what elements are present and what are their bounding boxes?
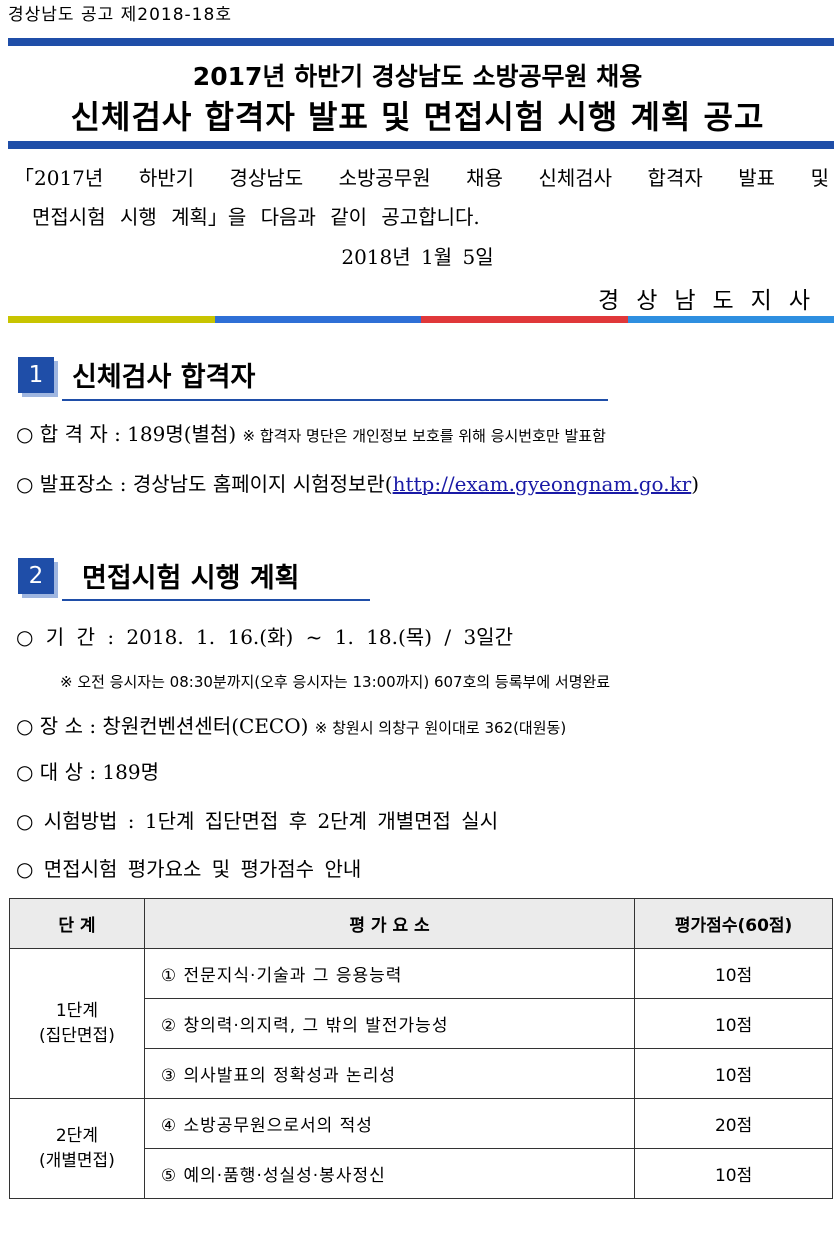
color-divider (8, 316, 834, 323)
stage-1-type: (집단면접) (39, 1025, 115, 1046)
color-bar-segment (214, 316, 421, 323)
announcement-place-label: ○ 발표장소 : 경상남도 홈페이지 시험정보란( (16, 472, 393, 496)
place-label: ○ 장 소 : 창원컨벤션센터(CECO) (16, 714, 309, 738)
intro-line-1: 「2017년 하반기 경상남도 소방공무원 채용 신체검사 합격자 발표 및 (14, 162, 829, 191)
score-cell: 10점 (634, 1148, 833, 1199)
period-note: ※ 오전 응시자는 08:30분까지(오후 응시자는 13:00까지) 607호… (60, 673, 611, 691)
intro-word: 소방공무원 (338, 166, 431, 190)
place-item: ○ 장 소 : 창원컨벤션센터(CECO) ※ 창원시 의창구 원이대로 362… (16, 710, 566, 739)
score-cell: 10점 (634, 998, 833, 1049)
stage-2-label: 2단계 (55, 1125, 98, 1146)
notice-number: 경상남도 공고 제2018-18호 (8, 5, 232, 25)
intro-word: 신체검사 (538, 166, 613, 190)
table-row: 2단계 (개별면접) ④ 소방공무원으로서의 적성 20점 (9, 1098, 833, 1199)
stage-1-cell: 1단계 (집단면접) (9, 948, 145, 1099)
passers-note: ※ 합격자 명단은 개인정보 보호를 위해 응시번호만 발표함 (242, 427, 606, 445)
score-cell: 20점 (634, 1098, 833, 1149)
intro-word: 경상남도 (229, 166, 304, 190)
target-item: ○ 대 상 : 189명 (16, 760, 159, 784)
criterion-cell: ① 전문지식·기술과 그 응용능력 (143, 948, 636, 999)
period-note-line: ※ 오전 응시자는 08:30분까지(오후 응시자는 13:00까지) 607호… (60, 668, 610, 692)
passers-label: ○ 합 격 자 : 189명(별첨) (16, 422, 237, 446)
color-bar-segment (421, 316, 628, 323)
stage-2-type: (개별면접) (39, 1150, 115, 1171)
title-rule-top (8, 38, 834, 46)
criterion-cell: ③ 의사발표의 정확성과 논리성 (143, 1048, 636, 1099)
period-item: ○ 기 간 : 2018. 1. 16.(화) ~ 1. 18.(목) / 3일… (16, 625, 513, 649)
passers-item: ○ 합 격 자 : 189명(별첨) ※ 합격자 명단은 개인정보 보호를 위해… (16, 418, 606, 447)
section-2-underline (62, 599, 370, 601)
color-bar-segment (627, 316, 834, 323)
title-line-2: 신체검사 합격자 발표 및 면접시험 시행 계획 공고 (70, 98, 765, 136)
section-1-title: 신체검사 합격자 (72, 362, 256, 393)
method-item: ○ 시험방법 : 1단계 집단면접 후 2단계 개별면접 실시 (16, 809, 499, 833)
announcement-place-item: ○ 발표장소 : 경상남도 홈페이지 시험정보란(http://exam.gye… (16, 468, 699, 497)
table-row: ⑤ 예의·품행·성실성·봉사정신 10점 (10, 1148, 833, 1199)
notice-date: 2018년 1월 5일 (341, 245, 494, 269)
section-1-number: 1 (18, 357, 54, 393)
table-header-row: 단 계 평 가 요 소 평가점수(60점) (9, 898, 833, 949)
exam-website-link[interactable]: http://exam.gyeongnam.go.kr (392, 472, 692, 496)
table-intro-item: ○ 면접시험 평가요소 및 평가점수 안내 (16, 857, 362, 881)
intro-word: 발표 (738, 166, 776, 190)
table-row: 1단계 (집단면접) ① 전문지식·기술과 그 응용능력 10점 (9, 948, 833, 1099)
criterion-cell: ② 창의력·의지력, 그 밖의 발전가능성 (143, 998, 636, 1049)
place-note: ※ 창원시 의창구 원이대로 362(대원동) (314, 719, 567, 737)
intro-word: 합격자 (647, 166, 703, 190)
intro-line-2: 면접시험 시행 계획」을 다음과 같이 공고합니다. (32, 205, 480, 229)
intro-word: 「2017년 (14, 166, 104, 190)
table-header-stage: 단 계 (9, 898, 145, 949)
section-1-underline (62, 399, 608, 401)
intro-word: 및 (810, 166, 829, 190)
score-cell: 10점 (634, 1048, 833, 1099)
criterion-cell: ④ 소방공무원으로서의 적성 (143, 1098, 636, 1149)
intro-word: 채용 (466, 166, 503, 190)
title-rule-bottom (8, 141, 834, 149)
table-row: ③ 의사발표의 정확성과 논리성 10점 (10, 1048, 833, 1099)
table-header-criteria: 평 가 요 소 (143, 898, 636, 949)
evaluation-table: 단 계 평 가 요 소 평가점수(60점) 1단계 (집단면접) ① 전문지식·… (9, 898, 833, 1199)
section-2-number: 2 (18, 558, 54, 594)
issuer: 경상남도지사 (598, 288, 827, 314)
section-2-title: 면접시험 시행 계획 (82, 563, 300, 594)
table-row: ② 창의력·의지력, 그 밖의 발전가능성 10점 (10, 998, 833, 1049)
stage-2-cell: 2단계 (개별면접) (9, 1098, 145, 1199)
table-header-score: 평가점수(60점) (634, 898, 833, 949)
criterion-cell: ⑤ 예의·품행·성실성·봉사정신 (143, 1148, 636, 1199)
stage-1-label: 1단계 (55, 1000, 98, 1021)
score-cell: 10점 (634, 948, 833, 999)
intro-word: 하반기 (138, 166, 195, 190)
announcement-place-suffix: ) (691, 472, 700, 496)
title-line-1: 2017년 하반기 경상남도 소방공무원 채용 (192, 62, 643, 91)
color-bar-segment (8, 316, 215, 323)
